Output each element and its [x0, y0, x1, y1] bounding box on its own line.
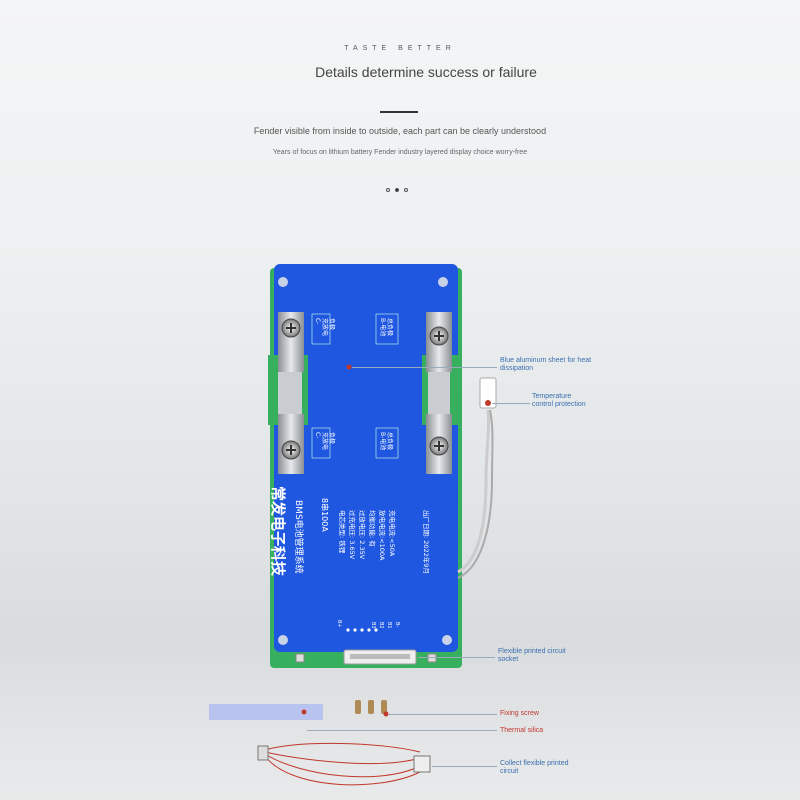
pad-label-b-minus: B-电池总负极 — [379, 318, 394, 336]
leader-fixing-screw — [389, 714, 497, 715]
spec-list: 电芯类型: 铁锂 过充电压: 3.65V 过放电压: 2.35V 均衡功能: 有… — [338, 510, 397, 561]
svg-text:电芯类型: 铁锂: 电芯类型: 铁锂 — [338, 510, 347, 554]
pad-label-c-minus: C-充放电负极 — [314, 318, 336, 336]
svg-text:过充电压: 3.65V: 过充电压: 3.65V — [348, 510, 357, 560]
pad-label-c-minus: C-充放电负极 — [314, 432, 336, 450]
page-title: Details determine success or failure — [315, 64, 537, 80]
leader-flex-socket — [418, 657, 495, 658]
kicker-text: TASTE BETTER — [344, 45, 456, 52]
svg-text:充电电流:<50A: 充电电流:<50A — [388, 510, 397, 557]
leader-thermal-silica — [307, 730, 497, 731]
pad-label-b-minus: B-电池总负极 — [379, 432, 394, 450]
svg-text:B2: B2 — [378, 622, 384, 629]
title-divider — [380, 111, 418, 113]
svg-text:B-: B- — [394, 622, 400, 627]
system-text: BMS电池管理系统 — [293, 500, 305, 574]
fixing-screw — [381, 700, 387, 714]
subtitle: Fender visible from inside to outside, e… — [253, 126, 547, 136]
flex-cable-bundle — [264, 742, 421, 786]
manufacture-date: 出厂日期: 2022年9月 — [422, 510, 431, 574]
annotation-fixing-screw: Fixing screw — [500, 710, 539, 717]
brand-text: 常发电子科技 — [269, 486, 287, 577]
svg-text:B3: B3 — [370, 622, 376, 629]
svg-text:均衡功能: 有: 均衡功能: 有 — [368, 510, 377, 547]
carousel-dots — [386, 188, 408, 192]
leader-collect-flex — [432, 766, 497, 767]
aluminum-marker — [346, 364, 352, 370]
sensor-cable — [457, 409, 491, 574]
annotation-temperature: Temperature control protection — [532, 393, 586, 408]
tagline: Years of focus on lithium battery Fender… — [272, 149, 528, 156]
mount-hole — [438, 277, 448, 287]
aluminum-sheet — [274, 264, 458, 652]
carousel-dot-1[interactable] — [386, 188, 390, 192]
model-text: 8串100A — [320, 498, 329, 532]
fixing-screw — [368, 700, 374, 714]
annotation-aluminum: Blue aluminum sheet for heat dissipation — [500, 357, 592, 372]
smd-component — [427, 653, 437, 663]
leader-temperature — [492, 403, 530, 404]
annotation-flex-socket: Flexible printed circuit socket — [498, 648, 566, 663]
smd-component — [295, 653, 305, 663]
svg-text:过放电压: 2.35V: 过放电压: 2.35V — [358, 510, 367, 560]
annotation-collect-flex: Collect flexible printed circuit — [500, 760, 569, 775]
mount-hole — [278, 635, 288, 645]
svg-text:B1: B1 — [386, 622, 392, 629]
shunt-plate — [428, 362, 450, 418]
mount-hole — [278, 277, 288, 287]
temperature-sensor — [479, 377, 497, 409]
fixing-screw — [355, 700, 361, 714]
carousel-dot-3[interactable] — [404, 188, 408, 192]
mount-hole — [442, 635, 452, 645]
leader-aluminum — [352, 367, 497, 368]
thermal-silica-pad — [209, 704, 323, 720]
pin-header: B+ B3 B2 B1 B- — [336, 620, 400, 632]
carousel-dot-2[interactable] — [395, 188, 399, 192]
svg-text:B+: B+ — [336, 620, 342, 628]
svg-text:放电电流:<100A: 放电电流:<100A — [378, 510, 387, 561]
sensor-marker — [485, 400, 491, 406]
annotation-thermal-silica: Thermal silica — [500, 727, 544, 734]
